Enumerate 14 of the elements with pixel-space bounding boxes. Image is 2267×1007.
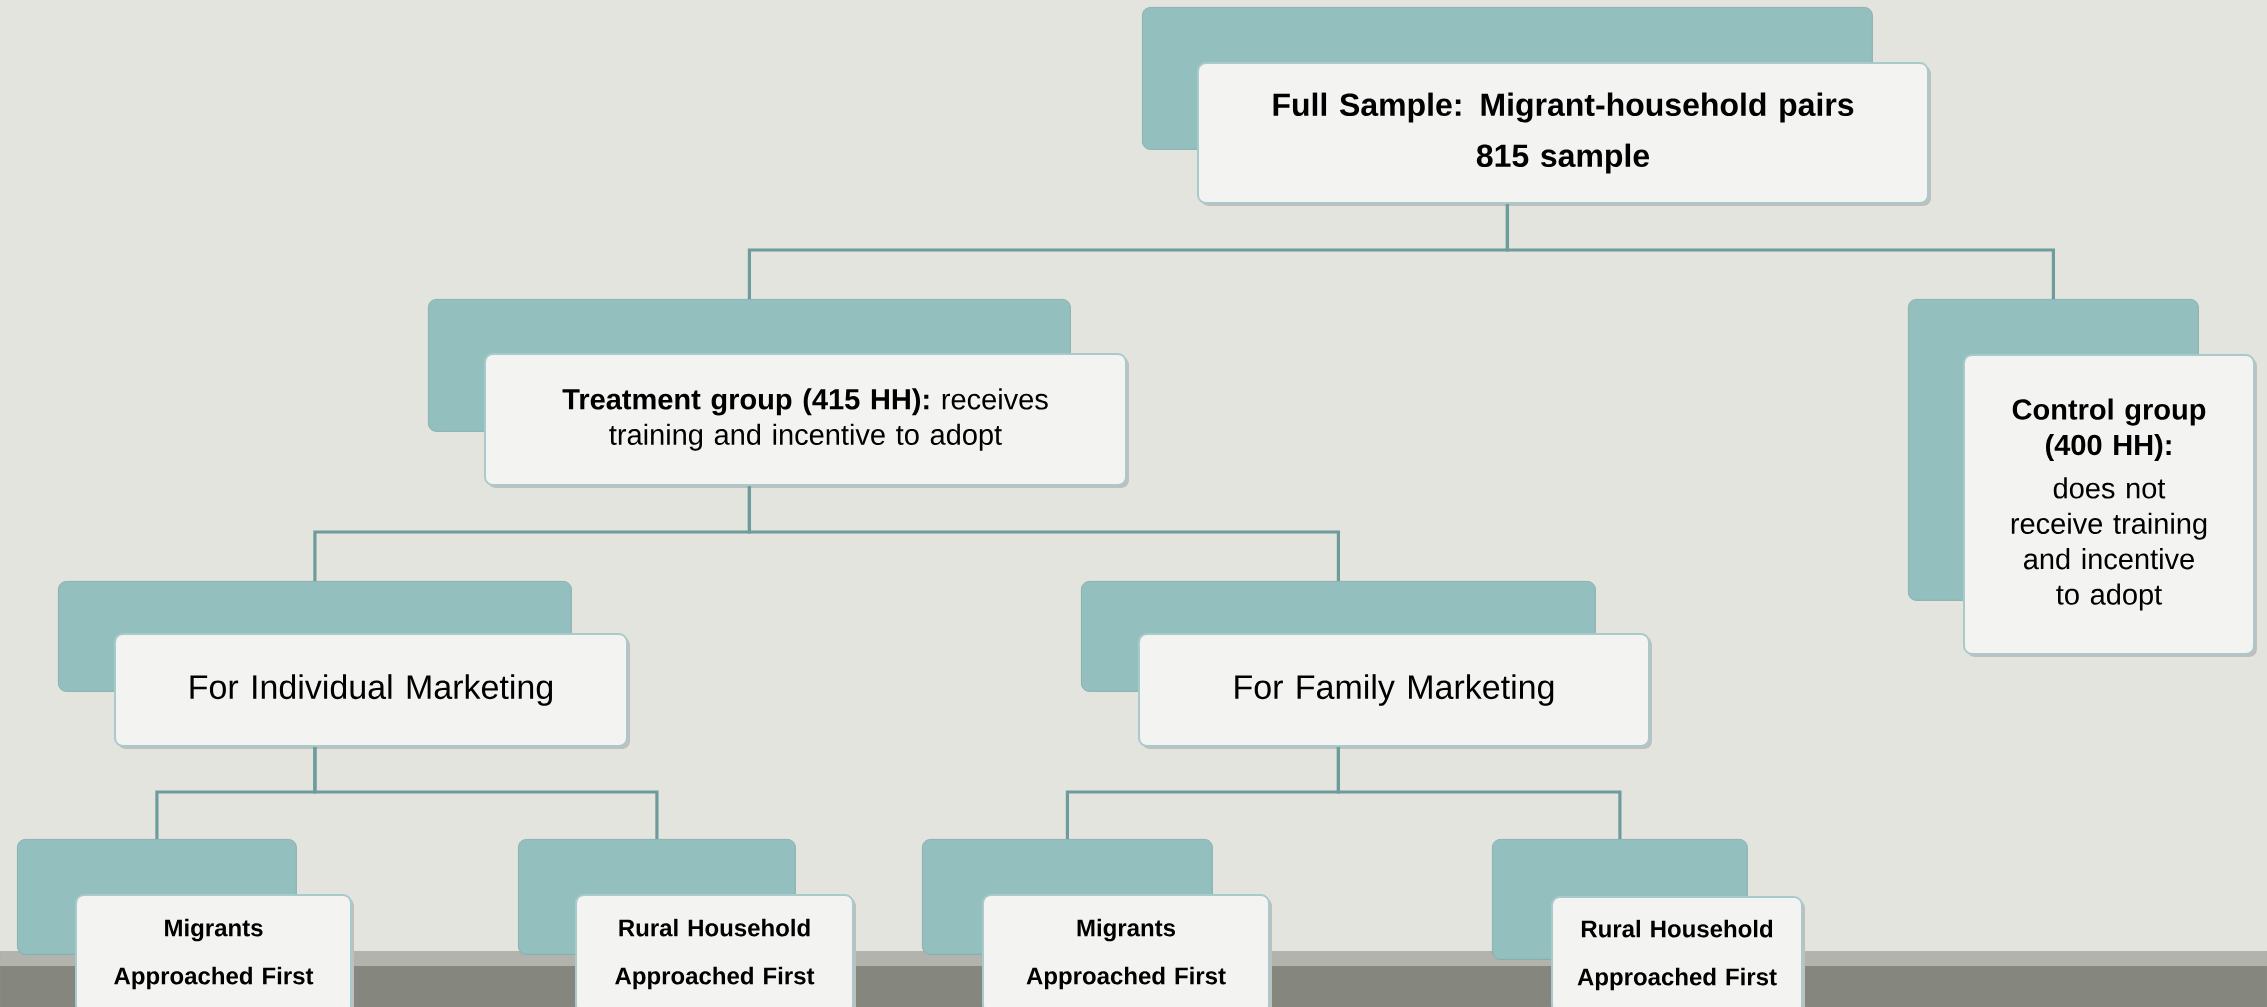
org-chart-box: Migrants Approached First: [922, 839, 1272, 1007]
org-chart-box: For Individual Marketing: [58, 581, 630, 749]
org-chart-box: Full Sample: Migrant-household pairs 815 sample: [1142, 7, 1931, 206]
connector-line: [1336, 747, 1622, 839]
connector-line: [747, 486, 1340, 581]
org-chart-box: For Family Marketing: [1081, 581, 1652, 749]
org-chart-box: Migrants Approached First: [17, 839, 354, 1007]
org-chart-box: Treatment group (415 HH): receives training and incentive to adopt: [428, 299, 1129, 488]
connector-line: [313, 747, 659, 839]
org-chart-box: Rural Household Approached First: [1492, 839, 1805, 1007]
node-label: Approached First: [1577, 967, 1777, 991]
connector-line: [1505, 204, 2055, 299]
org-chart-box: Control group (400 HH): does not receive training and incentive to adopt: [1908, 299, 2257, 657]
org-chart-box: Rural Household Approached First: [518, 839, 856, 1007]
